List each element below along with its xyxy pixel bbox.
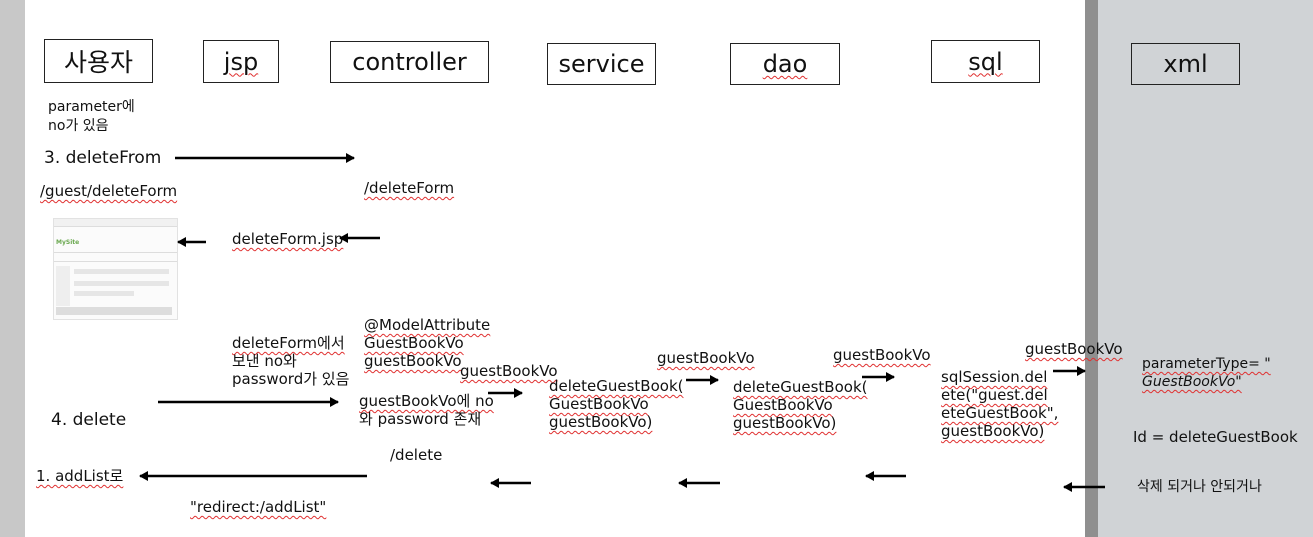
column-service: service <box>547 43 656 85</box>
model-attribute-line1: @ModelAttribute <box>364 316 491 334</box>
delete-form-screenshot-thumbnail: MySite <box>53 218 178 320</box>
column-jsp: jsp <box>203 40 279 83</box>
sql-call-line1: sqlSession.del <box>941 368 1048 386</box>
param-note-line2: no가 있음 <box>48 118 109 134</box>
jsp-note-line2: 보낸 no와 <box>232 352 297 370</box>
thumbnail-nav <box>54 252 177 262</box>
param-note-line1: parameter에 <box>48 99 135 115</box>
vo-label-to-sql: guestBookVo <box>833 346 931 364</box>
jsp-note-line3: password가 있음 <box>232 370 350 388</box>
left-margin <box>0 0 25 537</box>
dao-call-line2: GuestBookVo <box>733 396 833 414</box>
diagram-canvas <box>25 0 1085 537</box>
column-dao-label: dao <box>762 50 808 78</box>
xml-param-line1: parameterType= " <box>1142 356 1271 372</box>
dao-call-line3: guestBookVo) <box>733 414 837 432</box>
thumbnail-submit-bar <box>56 307 172 315</box>
guest-path-label: /guest/deleteForm <box>40 182 178 200</box>
column-xml: xml <box>1131 43 1240 85</box>
column-jsp-label: jsp <box>223 47 259 76</box>
column-xml-label: xml <box>1163 50 1208 78</box>
column-service-label: service <box>558 50 645 78</box>
model-attribute-line2: GuestBookVo <box>364 334 464 352</box>
column-dao: dao <box>730 43 840 85</box>
thumbnail-row <box>74 291 134 296</box>
delete-form-path-label: /deleteForm <box>364 179 455 197</box>
delete-form-jsp-label: deleteForm.jsp <box>232 230 344 248</box>
column-controller: controller <box>330 41 489 83</box>
dao-call-line1: deleteGuestBook( <box>733 378 868 396</box>
vo-label-to-service: guestBookVo <box>460 362 558 380</box>
xml-id-label: Id = deleteGuestBook <box>1133 428 1298 446</box>
vo-label-to-xml: guestBookVo <box>1025 340 1123 358</box>
thumbnail-tab-bar <box>54 219 177 227</box>
sql-call-line3: eteGuestBook", <box>941 404 1059 422</box>
xml-panel <box>1098 0 1313 537</box>
controller-note-line2: 와 password 존재 <box>359 410 482 428</box>
sql-call-line4: guestBookVo) <box>941 422 1045 440</box>
redirect-label: "redirect:/addList" <box>190 498 327 516</box>
vo-label-to-dao: guestBookVo <box>657 349 755 367</box>
model-attribute-line3: guestBookVo <box>364 352 462 370</box>
service-call-line2: GuestBookVo <box>549 395 649 413</box>
xml-result-label: 삭제 되거나 안되거나 <box>1137 479 1262 495</box>
thumbnail-row <box>74 281 169 286</box>
sql-call-line2: ete("guest.del <box>941 386 1048 404</box>
thumbnail-sidebar <box>56 266 70 306</box>
service-call-line1: deleteGuestBook( <box>549 377 684 395</box>
panel-divider <box>1085 0 1098 537</box>
controller-note-line1: guestBookVo에 no <box>359 392 494 410</box>
step3-label: 3. deleteFrom <box>44 148 162 168</box>
column-user-label: 사용자 <box>63 48 133 77</box>
column-controller-label: controller <box>352 48 467 76</box>
xml-param-line2: GuestBookVo" <box>1142 374 1242 390</box>
column-sql-label: sql <box>968 47 1003 76</box>
thumbnail-row <box>74 269 169 274</box>
column-user: 사용자 <box>44 39 153 83</box>
jsp-note-line1: deleteForm에서 <box>232 334 345 352</box>
step4-label: 4. delete <box>51 410 127 430</box>
step1-label: 1. addList로 <box>36 467 124 485</box>
thumbnail-logo: MySite <box>56 239 80 246</box>
column-sql: sql <box>931 40 1040 83</box>
service-call-line3: guestBookVo) <box>549 413 653 431</box>
delete-path-label: /delete <box>390 446 443 464</box>
